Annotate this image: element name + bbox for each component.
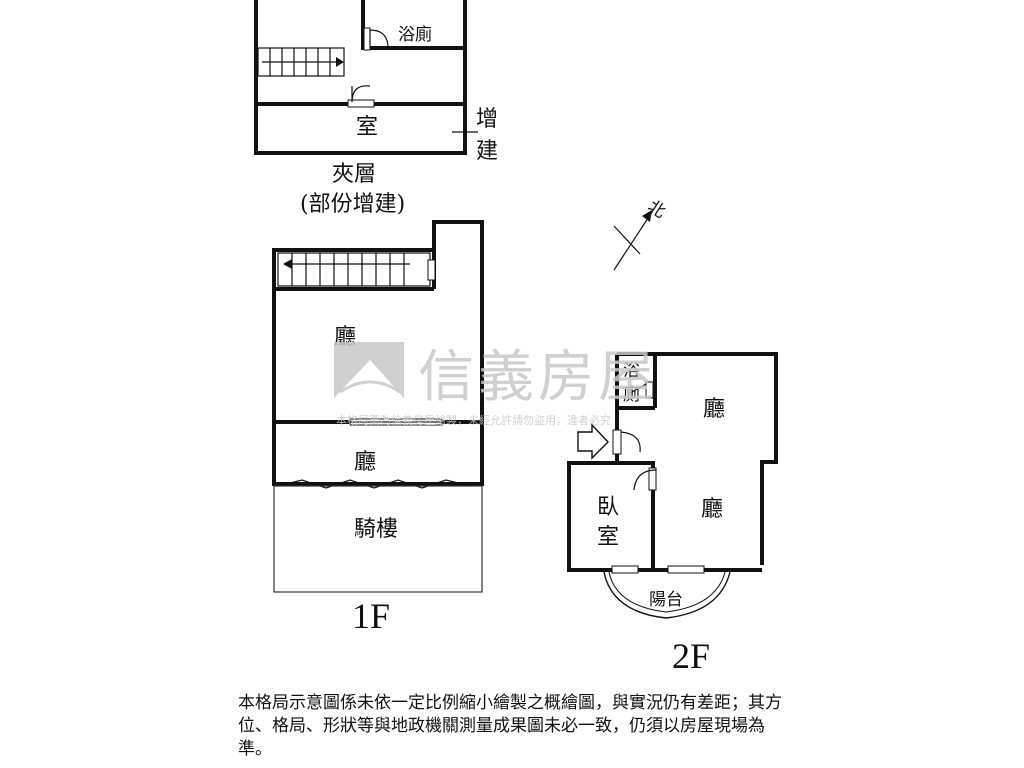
mezzanine-title: 夾層 (332, 162, 376, 187)
hall-window (667, 565, 705, 574)
balcony-outline (603, 571, 731, 619)
floor2-bedroom-label-2: 室 (597, 525, 619, 550)
disclaimer-text: 本格局示意圖係未依一定比例縮小繪製之概繪圖，與實況仍有差距；其方位、格局、形狀等… (238, 693, 782, 759)
floor2-plan: 浴 廁 廳 廳 臥 室 陽台 2F (567, 352, 778, 676)
floor2-hall-top-label: 廳 (703, 397, 725, 422)
watermark-notice: 本格局圖為信義房屋繪製，未經允許請勿盜用，違者必究 (336, 413, 611, 427)
mezzanine-subtitle: (部份增建) (300, 192, 405, 217)
mezzanine-addition-label-1: 增 (476, 107, 498, 132)
floor1-title: 1F (352, 596, 390, 636)
mezzanine-room-label: 室 (356, 115, 378, 140)
floor2-balcony-label: 陽台 (649, 590, 683, 610)
entrance-arrow-icon (577, 423, 609, 460)
brand-watermark: 信義房屋 本格局圖為信義房屋繪製，未經允許請勿盜用，違者必究 (334, 342, 658, 427)
bedroom-window (611, 565, 639, 574)
mezzanine-room-door (347, 85, 375, 108)
floor2-title: 2F (672, 636, 710, 676)
floor2-hall-bottom-label: 廳 (701, 497, 723, 522)
floor1-arcade-label: 騎樓 (354, 517, 398, 542)
mezzanine-outer-wall (254, 0, 467, 155)
floor1-plan: 廳 廳 騎樓 1F (272, 220, 484, 636)
floor2-bedroom-label-1: 臥 (597, 495, 619, 520)
floor1-staircase (277, 252, 436, 287)
mezzanine-bath-door (363, 27, 389, 51)
floor2-entrance-door (612, 429, 641, 455)
floor2-bath-door (631, 381, 654, 399)
north-compass: 北 (613, 197, 669, 271)
mezzanine-plan: 浴廁 室 增 建 夾層 (部份增建) (254, 0, 498, 217)
mezzanine-staircase (257, 47, 345, 77)
mezzanine-addition-label-2: 建 (476, 139, 498, 164)
floor2-bath-label-2: 廁 (623, 384, 640, 405)
balcony-inner-rail (608, 571, 726, 613)
brand-logo-icon (334, 342, 404, 398)
mezzanine-bath-wall (361, 0, 465, 50)
mezzanine-bath-label: 浴廁 (398, 24, 432, 45)
floor2-right-wall (617, 352, 778, 565)
north-arrow-icon (642, 210, 652, 222)
floor2-bath-label-1: 浴 (623, 361, 640, 381)
watermark-brand: 信義房屋 (418, 345, 658, 410)
floor1-arcade-area (273, 485, 483, 593)
floor2-bedroom-door (633, 467, 657, 491)
floor1-folding-door (277, 479, 471, 489)
floor1-hall-lower-label: 廳 (354, 450, 376, 475)
